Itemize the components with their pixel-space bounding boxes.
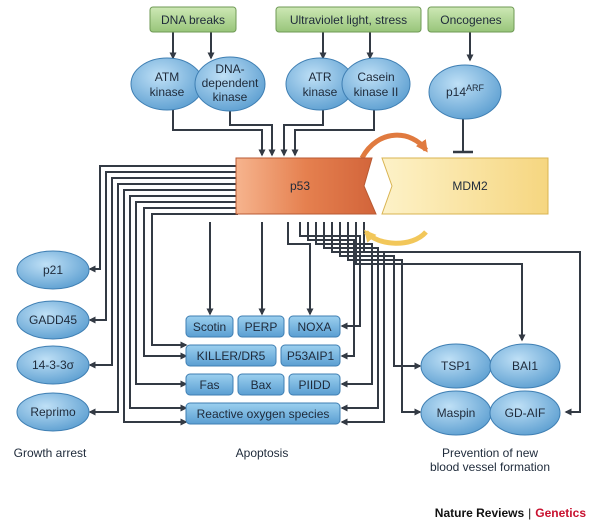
signal-label: DNA breaks <box>161 13 225 27</box>
node-scotin: Scotin <box>185 315 234 338</box>
credit-journal: Nature Reviews <box>434 506 525 520</box>
p14-base: p14 <box>446 85 466 99</box>
node-dna-dependent-kinase: DNA- dependent kinase <box>194 56 266 112</box>
node-14-3-3-sigma: 14-3-3σ <box>16 345 90 385</box>
node-label-line2: kinase II <box>354 85 399 99</box>
p14-superscript: ARF <box>466 83 485 93</box>
credit-separator: | <box>528 506 532 520</box>
node-bai1: BAI1 <box>489 343 561 389</box>
node-p21: p21 <box>16 250 90 290</box>
node-label-line1: DNA- <box>215 62 244 76</box>
node-gadd45: GADD45 <box>16 300 90 340</box>
node-label-line1: Casein <box>357 70 394 84</box>
node-gd-aif: GD-AIF <box>489 390 561 436</box>
connectors <box>88 32 581 426</box>
node-label: TSP1 <box>441 359 471 373</box>
node-label-line2: kinase <box>150 85 185 99</box>
node-label: GADD45 <box>29 313 77 327</box>
node-label: p53 <box>290 179 310 193</box>
node-label: p14ARF <box>446 83 485 99</box>
node-fas: Fas <box>185 373 234 396</box>
node-label: Scotin <box>193 320 226 334</box>
node-label: PIIDD <box>298 378 330 392</box>
journal-credit: Nature Reviews|Genetics <box>435 506 586 520</box>
node-label: PERP <box>245 320 278 334</box>
node-p53aip1: P53AIP1 <box>280 344 341 367</box>
node-reactive-oxygen-species: Reactive oxygen species <box>185 402 341 425</box>
caption-angiogenesis-line2: blood vessel formation <box>430 460 550 474</box>
node-label: KILLER/DR5 <box>197 349 266 363</box>
node-label: p21 <box>43 263 63 277</box>
node-label: Reactive oxygen species <box>197 407 330 421</box>
signal-label: Oncogenes <box>440 13 501 27</box>
signal-box-uv-stress: Ultraviolet light, stress <box>275 6 422 33</box>
node-bax: Bax <box>237 373 285 396</box>
node-mdm2: MDM2 <box>381 157 549 215</box>
signal-box-dna-breaks: DNA breaks <box>149 6 237 33</box>
caption-apoptosis: Apoptosis <box>236 446 289 460</box>
node-label: 14-3-3σ <box>32 358 75 372</box>
node-maspin: Maspin <box>420 390 492 436</box>
node-label: MDM2 <box>452 179 488 193</box>
node-perp: PERP <box>237 315 285 338</box>
node-label: Bax <box>251 378 272 392</box>
node-casein-kinase-ii: Casein kinase II <box>341 57 411 111</box>
node-label: GD-AIF <box>505 406 546 420</box>
node-reprimo: Reprimo <box>16 392 90 432</box>
node-atr-kinase: ATR kinase <box>285 57 355 111</box>
node-tsp1: TSP1 <box>420 343 492 389</box>
caption-growth-arrest: Growth arrest <box>14 446 87 460</box>
node-p53: p53 <box>235 157 377 215</box>
signal-box-oncogenes: Oncogenes <box>427 6 515 33</box>
node-atm-kinase: ATM kinase <box>130 57 204 111</box>
node-label-line1: ATM <box>155 70 179 84</box>
node-p14arf: p14ARF <box>428 64 502 120</box>
node-label-line2: kinase <box>303 85 338 99</box>
feedback-arrow <box>364 229 428 246</box>
node-label: NOXA <box>297 320 331 334</box>
node-noxa: NOXA <box>288 315 341 338</box>
signal-label: Ultraviolet light, stress <box>290 13 407 27</box>
caption-angiogenesis-line1: Prevention of new <box>442 446 538 460</box>
node-piidd: PIIDD <box>288 373 341 396</box>
node-label: Fas <box>199 378 219 392</box>
credit-section: Genetics <box>535 506 586 520</box>
node-label: P53AIP1 <box>287 349 335 363</box>
node-killer-dr5: KILLER/DR5 <box>185 344 277 367</box>
node-label: Reprimo <box>30 405 76 419</box>
node-label: Maspin <box>437 406 476 420</box>
activation-arrow <box>359 132 429 160</box>
node-label: BAI1 <box>512 359 538 373</box>
node-label-line2: dependent <box>202 76 259 90</box>
node-label-line3: kinase <box>213 90 248 104</box>
node-label-line1: ATR <box>308 70 331 84</box>
